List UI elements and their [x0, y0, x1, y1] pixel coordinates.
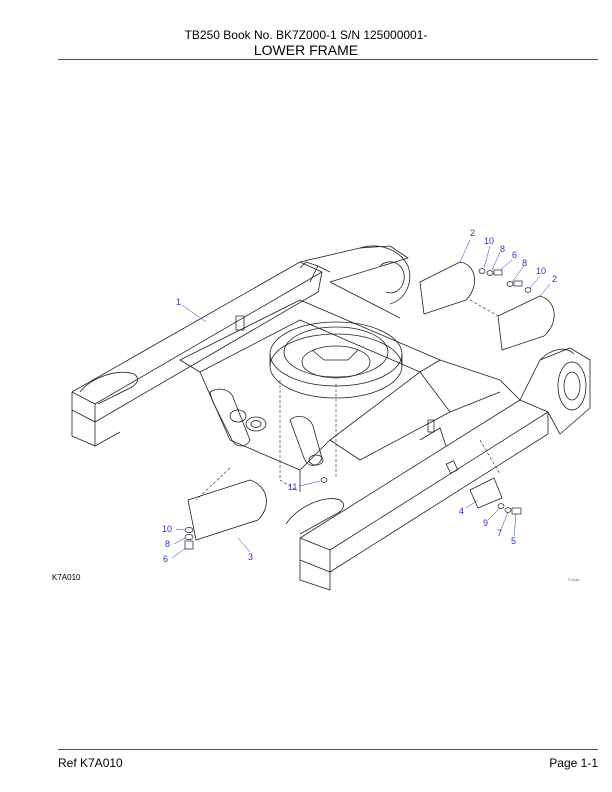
callout-10-top: 10 — [484, 236, 494, 246]
footer-rule — [58, 749, 598, 750]
callout-8-top: 8 — [500, 244, 505, 254]
swing-circle-outer — [269, 321, 403, 387]
section-title: LOWER FRAME — [253, 42, 359, 58]
callout-8-right: 8 — [522, 258, 527, 268]
callout-6-left: 6 — [163, 554, 168, 564]
callout-2-top: 2 — [470, 228, 475, 238]
header-rule — [58, 59, 598, 60]
callout-10-left: 10 — [162, 524, 172, 534]
cover-upper-right — [419, 261, 475, 315]
cover-right — [497, 295, 555, 351]
callout-1: 1 — [176, 297, 181, 307]
callout-6-top: 6 — [512, 250, 517, 260]
footer-page-number: Page 1-1 — [549, 756, 598, 770]
callout-3: 3 — [248, 552, 253, 562]
document-header-title: TB250 Book No. BK7Z000-1 S/N 125000001- — [184, 28, 428, 42]
callout-11: 11 — [288, 482, 297, 492]
figure-stamp: S-lhas — [568, 577, 580, 582]
callout-10-right: 10 — [536, 266, 546, 276]
cover-bottom — [187, 479, 267, 541]
callout-7: 7 — [497, 528, 502, 538]
callout-8-left: 8 — [165, 539, 170, 549]
plate-4 — [469, 477, 503, 509]
left-side-frame — [71, 261, 323, 423]
callout-4: 4 — [459, 506, 464, 516]
callout-2-right: 2 — [552, 274, 557, 284]
callout-5: 5 — [511, 536, 516, 546]
footer-ref: Ref K7A010 — [58, 756, 123, 770]
figure-reference-code: K7A010 — [52, 573, 81, 582]
callout-9: 9 — [483, 518, 488, 528]
